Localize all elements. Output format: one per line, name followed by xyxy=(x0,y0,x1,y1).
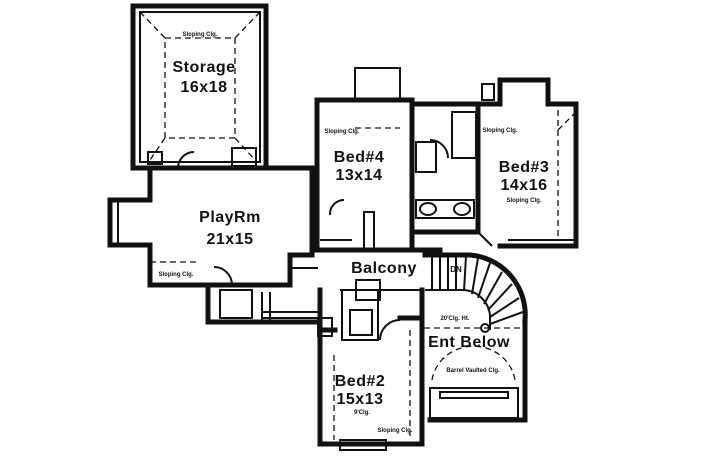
bed3-name: Bed#3 xyxy=(499,159,550,176)
stairs-dn-label: DN xyxy=(450,265,462,274)
bed4-note: Sloping Clg. xyxy=(325,129,360,135)
storage-name: Storage xyxy=(172,59,235,76)
bed4-name: Bed#4 xyxy=(334,149,385,166)
bed3-size: 14x16 xyxy=(501,177,548,194)
balcony-and-stairs xyxy=(287,247,528,333)
balcony-name: Balcony xyxy=(351,260,417,277)
bed3-note2: Sloping Clg. xyxy=(507,198,542,204)
playroom-size: 21x15 xyxy=(207,231,254,248)
closets xyxy=(205,282,323,325)
bed3-note: Sloping Clg. xyxy=(483,128,518,134)
playroom-name: PlayRm xyxy=(199,209,261,226)
storage-size: 16x18 xyxy=(181,79,228,96)
storage-note: Sloping Clg. xyxy=(183,32,218,38)
entry-name: Ent Below xyxy=(428,334,510,351)
bed3-room xyxy=(475,77,579,249)
bed2-name: Bed#2 xyxy=(335,373,386,390)
playroom-note: Sloping Clg. xyxy=(159,272,194,278)
bed2-room xyxy=(317,279,425,451)
bed2-size: 15x13 xyxy=(337,391,384,408)
bed2-note2: Sloping Clg. xyxy=(378,428,413,434)
entry-below xyxy=(419,287,528,423)
entry-note: 20'Clg. Ht. xyxy=(440,316,469,322)
playroom xyxy=(107,165,315,288)
center-bath xyxy=(409,101,493,247)
bed4-size: 13x14 xyxy=(336,167,383,184)
entry-note2: Barrel Vaulted Clg. xyxy=(446,368,500,374)
bed2-note: 9'Clg. xyxy=(354,410,370,416)
